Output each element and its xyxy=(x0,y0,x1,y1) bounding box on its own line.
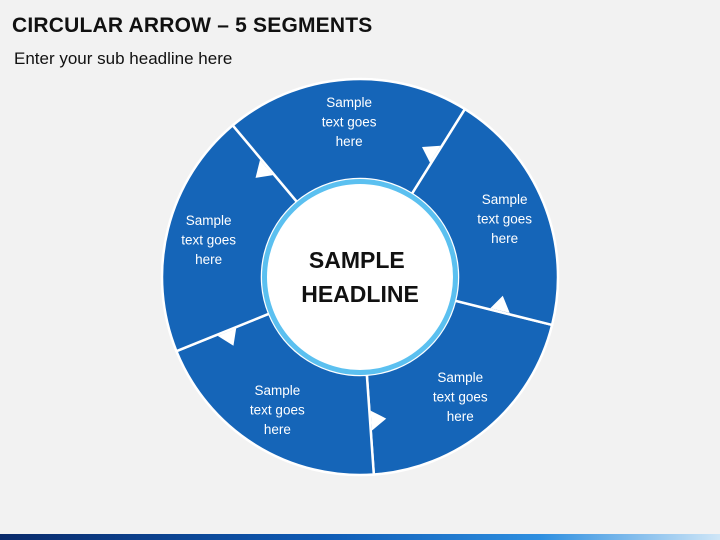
segment-4-label: Sample text goes here xyxy=(322,95,377,149)
center-circle xyxy=(267,184,453,370)
segment-2-label-line-3: here xyxy=(264,422,291,437)
segment-4-label-line-3: here xyxy=(336,134,363,149)
arrow-notch-4 xyxy=(255,159,273,178)
segment-2-label: Sample text goes here xyxy=(250,383,305,437)
slide-title: CIRCULAR ARROW – 5 SEGMENTS xyxy=(12,14,373,37)
arrow-notch-1 xyxy=(490,295,510,313)
segment-5-label-line-1: Sample xyxy=(482,192,528,207)
segment-5-label-line-2: text goes xyxy=(477,212,532,227)
arrow-notch-2 xyxy=(370,410,387,431)
arrow-notch-3 xyxy=(217,328,237,346)
segment-1-label: Sample text goes here xyxy=(433,370,488,424)
segment-3-label: Sample text goes here xyxy=(181,213,236,267)
center-headline: SAMPLE HEADLINE xyxy=(301,247,419,307)
segment-4-label-line-1: Sample xyxy=(326,95,372,110)
center-headline-line1: SAMPLE xyxy=(309,247,405,273)
segment-5-label-line-3: here xyxy=(491,231,518,246)
arrow-notches-group xyxy=(217,145,510,431)
segment-3-label-line-2: text goes xyxy=(181,232,236,247)
arrow-notch-5 xyxy=(421,145,441,163)
segment-2-label-line-2: text goes xyxy=(250,402,305,417)
segment-1-label-line-1: Sample xyxy=(437,370,483,385)
segment-1-label-line-2: text goes xyxy=(433,390,488,405)
center-headline-line2: HEADLINE xyxy=(301,281,419,307)
footer-accent-bar xyxy=(0,534,720,540)
segment-2-label-line-1: Sample xyxy=(254,383,300,398)
segment-4-label-line-2: text goes xyxy=(322,114,377,129)
segment-3-label-line-1: Sample xyxy=(186,213,232,228)
slide-subtitle: Enter your sub headline here xyxy=(14,49,233,68)
segment-5-label: Sample text goes here xyxy=(477,192,532,246)
segment-3-label-line-3: here xyxy=(195,252,222,267)
segment-1-label-line-3: here xyxy=(447,409,474,424)
